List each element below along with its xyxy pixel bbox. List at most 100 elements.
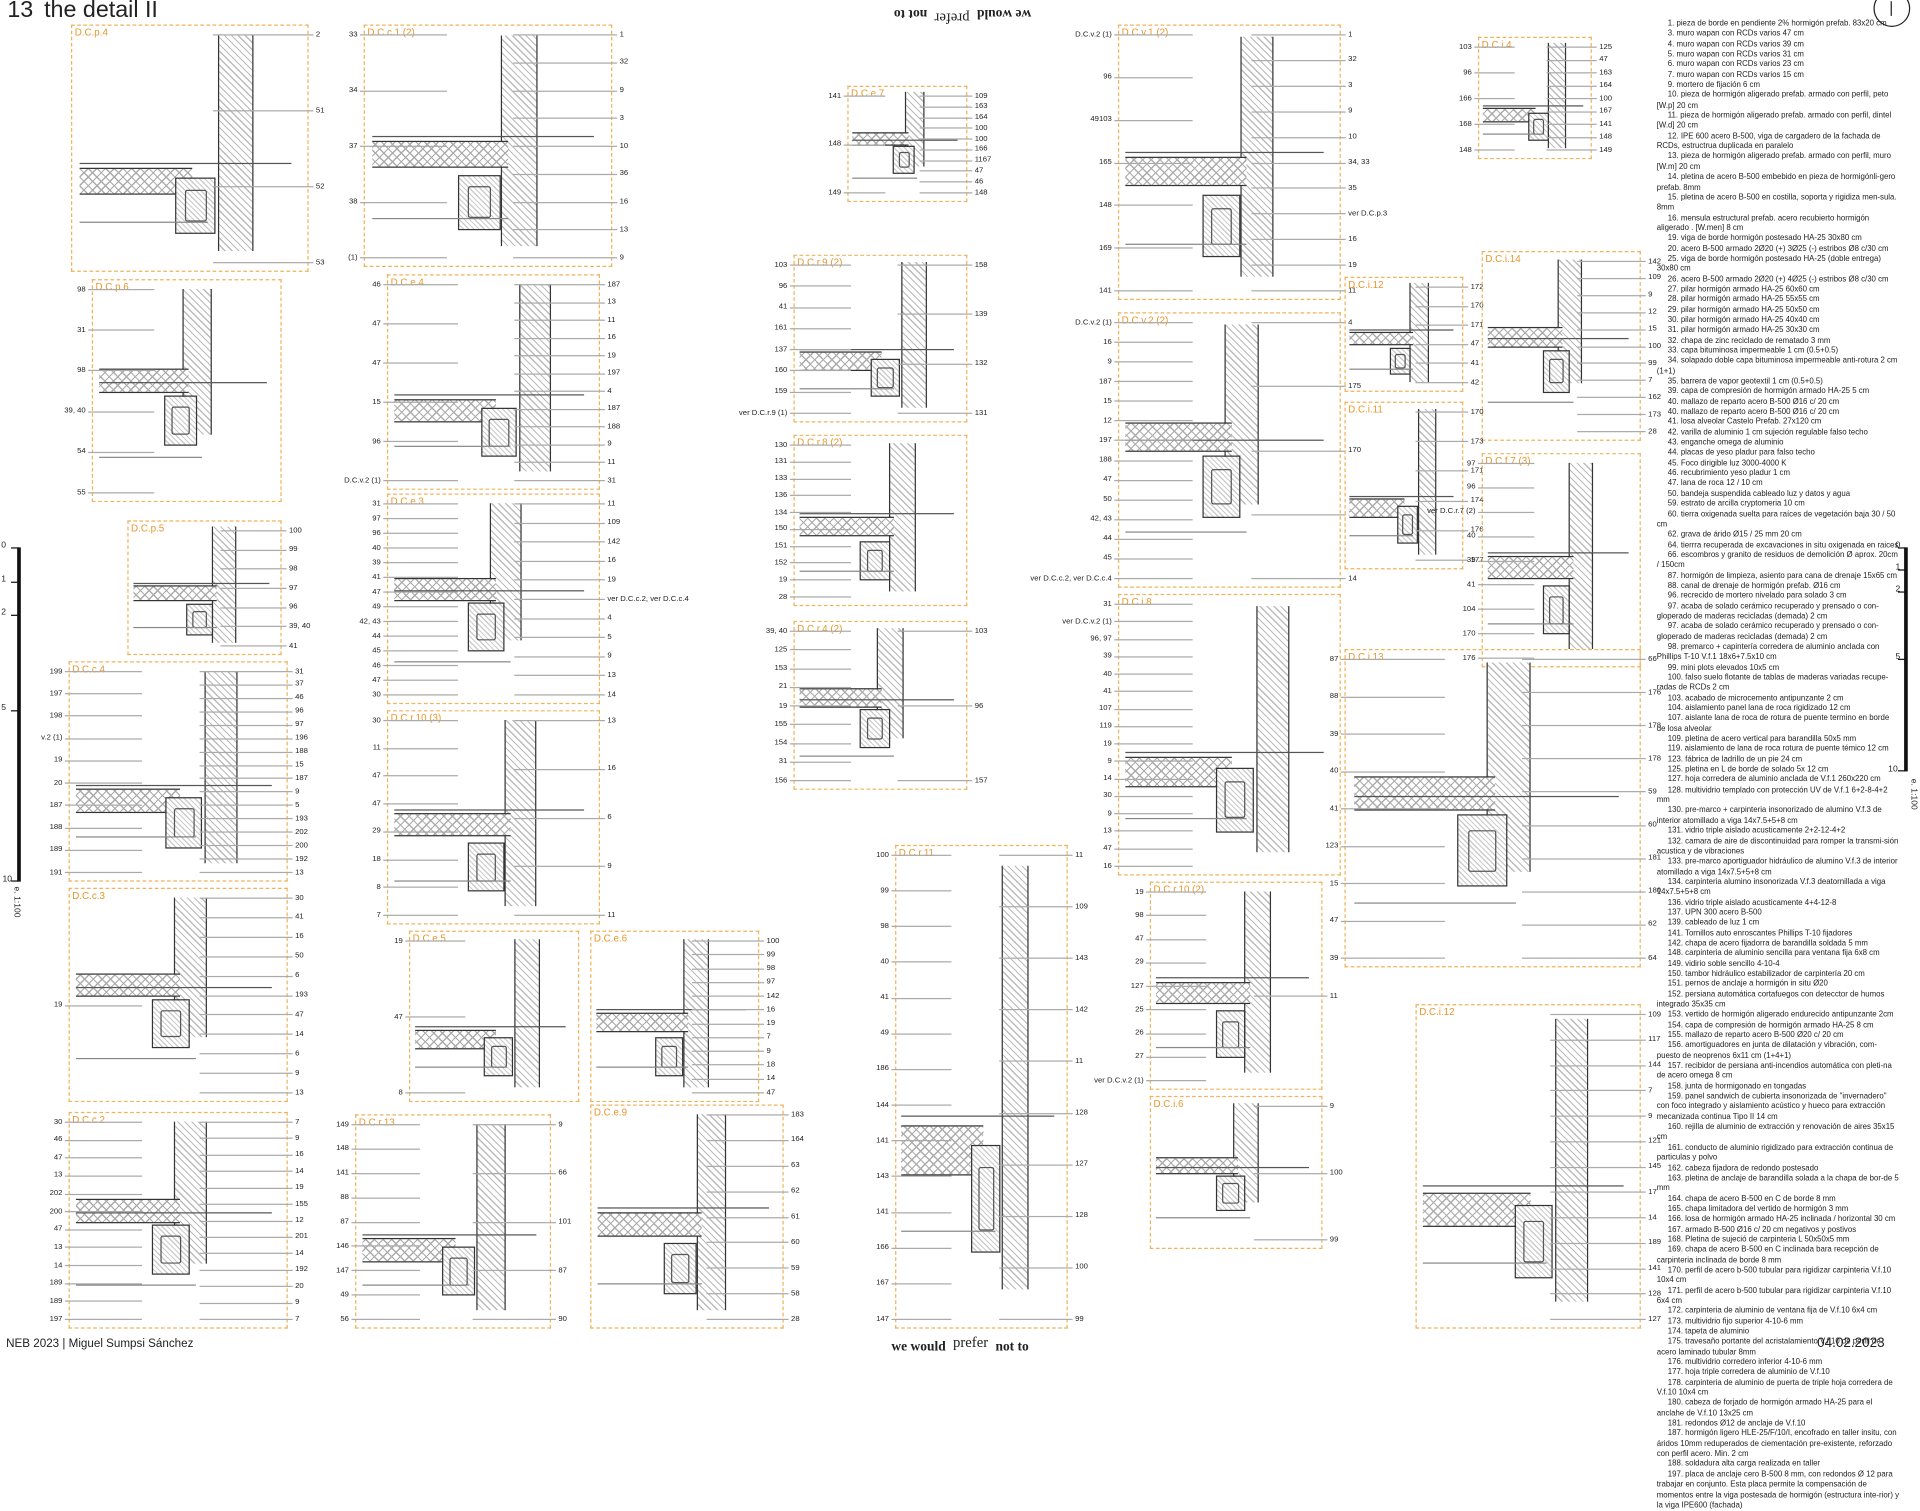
- callout-label: 1167: [974, 155, 992, 165]
- leader-line: [360, 34, 447, 36]
- drawing-line: [1487, 623, 1574, 625]
- callout-label: 133: [774, 473, 788, 483]
- callout-label: 199: [49, 666, 63, 676]
- callout-label: 7: [766, 1032, 771, 1042]
- leader-line: [891, 961, 952, 964]
- callout-label: 41: [1470, 358, 1480, 368]
- callout-label: 141: [1098, 285, 1112, 295]
- leader-line: [1477, 487, 1534, 489]
- callout-label: 18: [372, 854, 381, 864]
- legend-item: 168. Pletina de sujeció de carpinteria L…: [1667, 1235, 1850, 1244]
- leader-line: [1114, 603, 1193, 605]
- callout-label: 47: [1103, 475, 1112, 484]
- leader-line: [1340, 845, 1445, 847]
- callout-label: 15: [372, 397, 381, 406]
- leader-line: [789, 349, 851, 351]
- leader-line: [514, 866, 605, 868]
- leader-line: [919, 95, 973, 97]
- callout-label: 171: [1470, 466, 1484, 475]
- callout-label: 39: [1103, 651, 1112, 661]
- callout-label: 8: [376, 882, 381, 892]
- callout-label: 11: [607, 457, 616, 467]
- drawing-line: [1482, 105, 1583, 107]
- leader-line: [514, 408, 605, 410]
- leader-line: [789, 630, 851, 632]
- scale-tick: [11, 710, 19, 712]
- leader-line: [200, 1318, 293, 1321]
- leader-line: [1253, 995, 1328, 997]
- legend-item: 160. rejilla de aluminio de extracción y…: [1656, 1123, 1895, 1142]
- leader-line: [1114, 440, 1193, 442]
- leader-line: [200, 1203, 293, 1206]
- leader-line: [1477, 535, 1534, 538]
- leader-line: [1577, 345, 1646, 348]
- leader-line: [789, 705, 851, 707]
- callout-label: 147: [336, 1265, 349, 1275]
- detail-panel: D.C.f.7 (3): [1481, 453, 1641, 668]
- callout-label: 90: [558, 1314, 567, 1324]
- callout-label: 189: [49, 1278, 63, 1288]
- scale-label: 10: [1888, 765, 1898, 774]
- drawing-line: [1349, 495, 1454, 497]
- callout-label: 167: [1599, 106, 1613, 116]
- legend-item: 128. multividrio templado con protección…: [1656, 785, 1888, 805]
- wall-section: [900, 262, 928, 409]
- legend-item: 31. pilar hormigón armado HA-25 30x30 cm: [1667, 326, 1820, 335]
- leader-line: [200, 1154, 293, 1156]
- legend-item: 33. capa bituminosa impermeable 1 cm (0.…: [1667, 346, 1839, 356]
- callout-label: 202: [295, 827, 308, 836]
- callout-label: 14: [295, 1166, 304, 1176]
- drawing-line: [1125, 818, 1248, 820]
- concrete-beam: [859, 540, 890, 581]
- leader-line: [200, 1302, 293, 1304]
- callout-label: 9: [1648, 290, 1653, 300]
- leader-line: [1251, 34, 1346, 36]
- callout-label: 100: [288, 525, 302, 535]
- leader-line: [64, 1318, 142, 1321]
- leader-line: [383, 775, 458, 777]
- legend-item: 3. muro wapan con RCDs varios 47 cm: [1667, 29, 1804, 39]
- callout-label: 39: [1329, 953, 1339, 962]
- leader-line: [219, 549, 287, 551]
- leader-line: [1522, 957, 1646, 959]
- detail-panel: D.C.e.7: [847, 85, 968, 203]
- leader-line: [1577, 379, 1646, 382]
- leader-line: [891, 1175, 952, 1178]
- leader-line: [919, 149, 973, 151]
- callout-label: 128: [1075, 1108, 1088, 1117]
- callout-label: 148: [336, 1144, 349, 1153]
- leader-line: [1251, 187, 1346, 190]
- legend-item: 10. pieza de hormigón aligerado prefab. …: [1656, 91, 1889, 110]
- leader-line: [789, 649, 851, 651]
- callout-label: 148: [1599, 132, 1613, 141]
- leader-line: [1114, 638, 1193, 640]
- callout-label: 7: [295, 1117, 300, 1126]
- callout-label: 32: [1348, 55, 1357, 65]
- floor-slab: [1125, 757, 1232, 788]
- leader-line: [1114, 538, 1193, 540]
- leader-line: [1114, 420, 1193, 422]
- callout-label: 39: [1329, 729, 1339, 738]
- leader-line: [200, 1220, 293, 1222]
- callout-label: 134: [774, 507, 788, 517]
- callout-label: 201: [295, 1232, 308, 1241]
- leader-line: [1251, 213, 1346, 215]
- drawing-line: [596, 1009, 747, 1011]
- scale-label: 5: [1, 704, 7, 713]
- leader-line: [64, 849, 142, 851]
- callout-label: 189: [1648, 1238, 1662, 1247]
- leader-line: [1340, 920, 1445, 922]
- legend-item: 28. pilar hormigón armado HA-25 55x55 cm: [1667, 295, 1820, 305]
- leader-line: [1251, 322, 1346, 324]
- drawing-line: [1487, 338, 1629, 340]
- callout-label: 66: [558, 1168, 567, 1178]
- leader-line: [472, 1124, 556, 1126]
- legend-item: 150. tambor hidráulico estabilizador de …: [1667, 969, 1865, 979]
- callout-label: 49103: [1090, 115, 1112, 124]
- leader-line: [1340, 696, 1445, 698]
- leader-line: [691, 1023, 765, 1025]
- floor-slab: [901, 1125, 984, 1176]
- panel-title: D.C.p.5: [131, 522, 165, 534]
- concrete-beam: [152, 1224, 190, 1275]
- leader-line: [64, 804, 142, 807]
